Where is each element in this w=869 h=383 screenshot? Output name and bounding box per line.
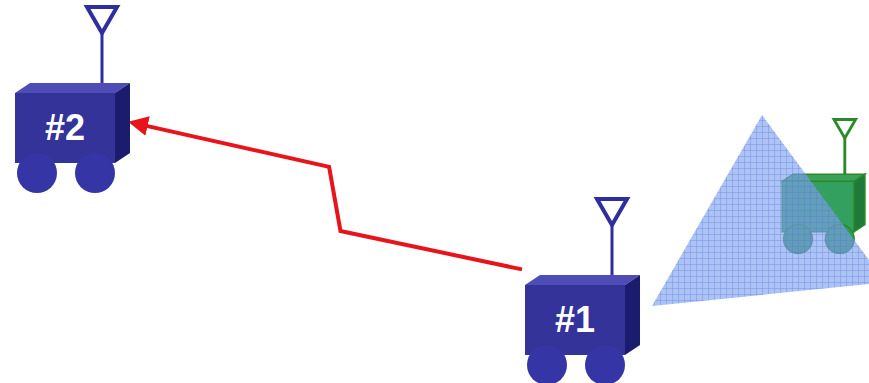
robot-node: #2	[12, 5, 132, 195]
robot-number: #2	[15, 93, 115, 163]
robot-shape	[12, 5, 132, 195]
robot-shape	[522, 197, 642, 383]
sensor-field	[652, 115, 869, 306]
robot-node: #1	[522, 197, 642, 383]
robot-number: #1	[525, 285, 625, 355]
radio-link	[132, 123, 522, 270]
